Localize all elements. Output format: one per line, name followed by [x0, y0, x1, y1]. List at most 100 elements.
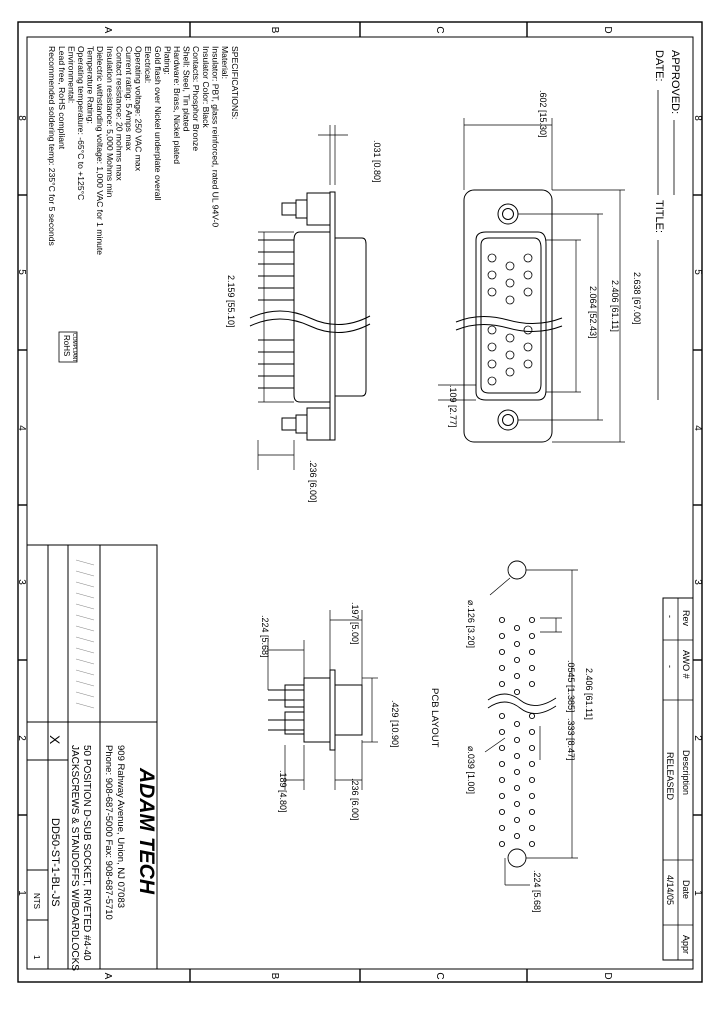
- zone-col-right-1: 8: [692, 115, 703, 121]
- pcb-hole: [513, 656, 521, 664]
- pcb-hole: [528, 664, 536, 672]
- zone-row-c-bottom: C: [434, 972, 445, 979]
- spec-line: Insulation resistance: 5,000 Mohms min: [105, 46, 115, 198]
- dim-side-offset: .189 [4.80]: [278, 770, 288, 813]
- zone-col-left-3: 4: [16, 425, 27, 431]
- pcb-hole: [498, 664, 506, 672]
- scale-value: NTS: [32, 893, 41, 909]
- specifications: SPECIFICATIONS: Material:Insulator: PBT,…: [47, 46, 240, 255]
- front-view: [438, 118, 625, 443]
- pcb-mount-hole-right: [507, 848, 527, 868]
- pcb-hole: [498, 680, 506, 688]
- pcb-hole: [513, 768, 521, 776]
- front-mount-hole-top: [497, 203, 519, 225]
- pcb-hole: [498, 648, 506, 656]
- spec-line: Shell: Steel, Tin plated: [182, 46, 192, 132]
- part-number: DD50-ST-1-BL-JS: [49, 818, 61, 907]
- zone-col-right-4: 3: [692, 579, 703, 585]
- pcb-hole: [528, 728, 536, 736]
- zone-col-left-5: 2: [16, 735, 27, 741]
- spec-line: Hardware: Brass, Nickel plated: [172, 46, 182, 164]
- spec-line: Environmental:: [66, 46, 76, 103]
- pcb-hole: [528, 648, 536, 656]
- spec-line: Operating temperature: -65°C to +125°C: [76, 46, 86, 200]
- pcb-pitch: .0545 [1.385]: [566, 660, 576, 713]
- pcb-hole-grid: [498, 616, 536, 848]
- side-view: [249, 125, 371, 470]
- end-view: [267, 610, 378, 790]
- zone-col-left-1: 8: [16, 115, 27, 121]
- zone-ticks: [18, 22, 702, 982]
- pcb-layout-label: PCB LAYOUT: [429, 688, 440, 748]
- pcb-hole: [498, 776, 506, 784]
- spec-line: Gold flash over Nickel underplate overal…: [153, 46, 163, 200]
- pcb-mount-hole-left: [507, 560, 527, 580]
- pcb-hole: [498, 632, 506, 640]
- pcb-hole: [528, 680, 536, 688]
- dim-pin-span: 2.159 [55.10]: [226, 275, 236, 328]
- sheet-value: 1: [32, 955, 41, 960]
- zone-col-right-2: 5: [692, 269, 703, 275]
- dim-side-body: .236 [6.00]: [350, 778, 360, 821]
- title-label: TITLE:: [653, 200, 665, 233]
- zone-col-right-5: 2: [692, 735, 703, 741]
- front-mount-hole-bottom: [497, 409, 519, 431]
- zone-row-c-top: C: [434, 26, 445, 33]
- dim-overall-width: 2.638 [67.00]: [632, 272, 642, 325]
- pcb-hole: [513, 720, 521, 728]
- spec-line: Current rating: 5 Amps max: [124, 46, 134, 151]
- approved-label: APPROVED:: [669, 50, 681, 114]
- rohs-logo: RoHS COMPLIANT: [58, 331, 78, 363]
- pcb-hole: [528, 824, 536, 832]
- pcb-hole: [528, 616, 536, 624]
- pcb-hole: [528, 840, 536, 848]
- spec-line: Insulator: PBT, glass reinforced, rated …: [210, 46, 220, 227]
- front-d-shell: [475, 231, 547, 401]
- pcb-hole: [513, 752, 521, 760]
- date-header: Date: [681, 880, 691, 899]
- pcb-hole: [513, 688, 521, 696]
- spec-line: Lead free, RoHS compliant: [57, 46, 67, 150]
- spec-line: Insulator Color: Black: [201, 46, 211, 128]
- spec-line: Temperature Rating:: [86, 46, 96, 124]
- awo-value: -: [665, 665, 675, 668]
- pcb-hole: [528, 776, 536, 784]
- rev-value: -: [665, 615, 675, 618]
- dim-shell-width: 2.406 [61.11]: [610, 280, 620, 332]
- pcb-hole: [513, 800, 521, 808]
- spec-line: Dielectric withstanding voltage: 1,000 V…: [95, 46, 105, 255]
- zone-row-a-bottom: A: [102, 973, 113, 980]
- spec-line: Operating voltage: 250 VAC max: [134, 46, 144, 172]
- pcb-hole: [498, 744, 506, 752]
- spec-heading: SPECIFICATIONS:: [230, 46, 240, 119]
- pcb-hole: [498, 616, 506, 624]
- front-flange: [463, 189, 553, 443]
- zone-row-a-top: A: [102, 27, 113, 34]
- zone-col-right-3: 4: [692, 425, 703, 431]
- spec-line: Plating:: [162, 46, 172, 75]
- drawing-title-2: JACKSCREWS & STANDOFFS W/BOARDLOCKS: [69, 745, 80, 971]
- pcb-hole: [513, 736, 521, 744]
- company-address: 909 Rahway Avenue, Union, NJ 07083: [115, 745, 126, 908]
- spec-line: Contact resistance: 20 mohms max: [114, 46, 124, 181]
- description-header: Description: [681, 750, 691, 795]
- revision-table: Rev AWO # Description Date Appr - - RELE…: [662, 597, 694, 961]
- approval-block: APPROVED: DATE: TITLE:: [653, 50, 681, 400]
- dim-side-depth: .429 [10.90]: [390, 700, 400, 748]
- units-mark: X: [47, 735, 63, 745]
- zone-row-b-top: B: [269, 27, 280, 34]
- pcb-hole: [498, 840, 506, 848]
- pcb-hole-span: 2.406 [61.11]: [584, 668, 594, 720]
- zone-row-b-bottom: B: [269, 973, 280, 980]
- pcb-hole: [528, 760, 536, 768]
- appr-header: Appr: [681, 935, 691, 954]
- zone-col-right-6: 1: [692, 890, 703, 896]
- pcb-hole: [498, 808, 506, 816]
- rohs-text: RoHS: [62, 335, 71, 356]
- pcb-hole: [528, 792, 536, 800]
- company-phone: Phone: 908-687-5000 Fax: 908-687-5710: [103, 745, 114, 920]
- pcb-hole: [498, 728, 506, 736]
- pcb-hole: [528, 808, 536, 816]
- rohs-subtext: COMPLIANT: [71, 333, 77, 362]
